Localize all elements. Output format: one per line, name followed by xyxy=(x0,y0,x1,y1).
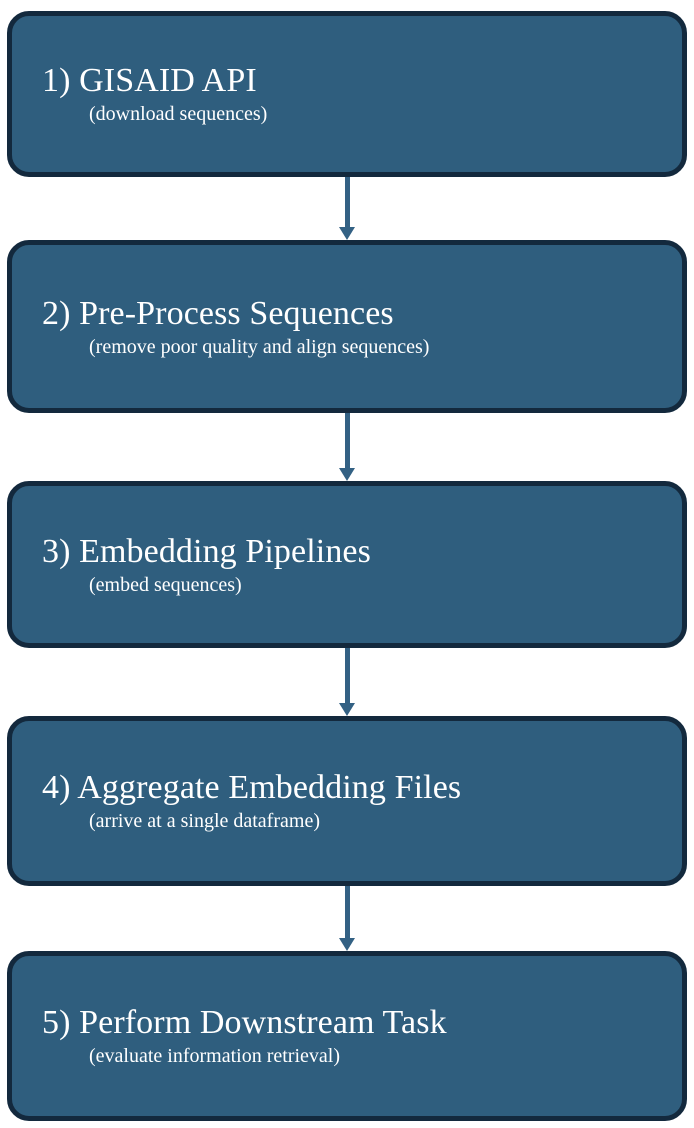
flow-node-step-5[interactable]: 5) Perform Downstream Task (evaluate inf… xyxy=(7,951,687,1121)
flow-node-step-4-subtitle: (arrive at a single dataframe) xyxy=(89,810,320,833)
arrow-down-icon xyxy=(339,703,355,716)
flow-node-step-4[interactable]: 4) Aggregate Embedding Files (arrive at … xyxy=(7,716,687,886)
flow-node-step-2-content: 2) Pre-Process Sequences (remove poor qu… xyxy=(12,294,682,358)
arrow-down-icon xyxy=(339,468,355,481)
arrow-down-icon xyxy=(339,227,355,240)
flow-node-step-1-subtitle: (download sequences) xyxy=(89,103,268,126)
arrow-shaft-icon xyxy=(345,886,350,938)
flow-node-step-1[interactable]: 1) GISAID API (download sequences) xyxy=(7,11,687,177)
flow-node-step-3[interactable]: 3) Embedding Pipelines (embed sequences) xyxy=(7,481,687,648)
flow-node-step-1-content: 1) GISAID API (download sequences) xyxy=(12,62,682,126)
flow-node-step-5-content: 5) Perform Downstream Task (evaluate inf… xyxy=(12,1004,682,1068)
flow-node-step-4-title: 4) Aggregate Embedding Files xyxy=(42,768,462,806)
flow-node-step-2-subtitle: (remove poor quality and align sequences… xyxy=(89,335,430,358)
flow-node-step-2[interactable]: 2) Pre-Process Sequences (remove poor qu… xyxy=(7,240,687,413)
arrow-shaft-icon xyxy=(345,413,350,468)
flow-node-step-4-content: 4) Aggregate Embedding Files (arrive at … xyxy=(12,769,682,833)
flow-node-step-1-title: 1) GISAID API xyxy=(42,61,257,99)
flow-node-step-3-subtitle: (embed sequences) xyxy=(89,573,242,596)
arrow-shaft-icon xyxy=(345,177,350,227)
arrow-shaft-icon xyxy=(345,648,350,703)
flow-node-step-3-content: 3) Embedding Pipelines (embed sequences) xyxy=(12,532,682,596)
flow-node-step-2-title: 2) Pre-Process Sequences xyxy=(42,294,394,332)
flow-node-step-5-subtitle: (evaluate information retrieval) xyxy=(89,1045,340,1068)
flow-node-step-3-title: 3) Embedding Pipelines xyxy=(42,532,371,570)
flow-node-step-5-title: 5) Perform Downstream Task xyxy=(42,1003,447,1041)
arrow-down-icon xyxy=(339,938,355,951)
